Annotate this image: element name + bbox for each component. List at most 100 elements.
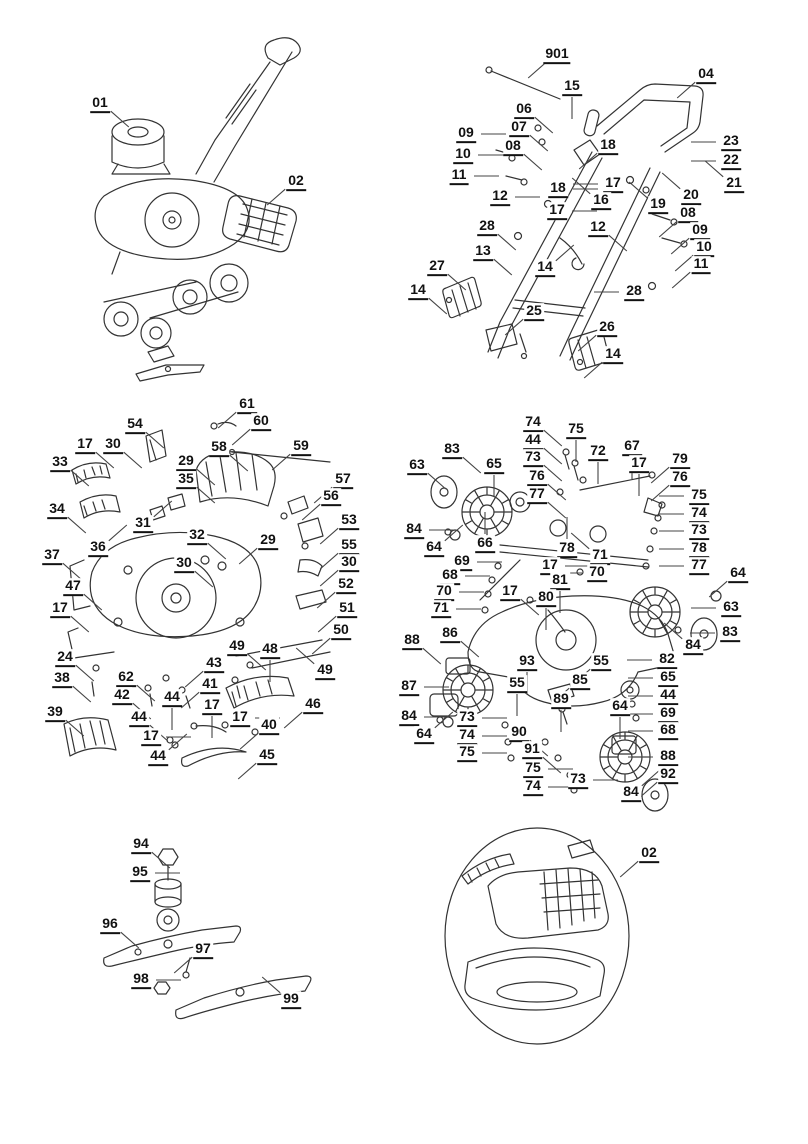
grass-catcher-view [445, 828, 629, 1044]
part-label: 53 [339, 512, 359, 530]
part-label: 30 [103, 436, 123, 454]
part-label: 49 [315, 662, 335, 680]
part-label: 51 [337, 600, 357, 618]
part-label: 13 [473, 243, 493, 261]
part-label: 19 [648, 196, 668, 214]
part-label: 73 [457, 709, 477, 727]
part-label: 34 [47, 501, 67, 519]
part-label: 78 [689, 540, 709, 558]
part-label: 09 [456, 125, 476, 143]
part-label: 21 [724, 175, 744, 193]
part-label: 73 [568, 771, 588, 789]
part-label: 69 [452, 553, 472, 571]
part-label: 68 [440, 567, 460, 585]
part-label: 66 [475, 535, 495, 553]
part-label: 84 [399, 708, 419, 726]
part-label: 14 [535, 259, 555, 277]
part-label: 44 [162, 689, 182, 707]
part-label: 95 [130, 864, 150, 882]
part-label: 46 [303, 696, 323, 714]
part-label: 12 [588, 219, 608, 237]
part-label: 97 [193, 941, 213, 959]
part-label: 06 [514, 101, 534, 119]
part-label: 16 [591, 192, 611, 210]
part-label: 57 [333, 471, 353, 489]
part-label: 04 [696, 66, 716, 84]
part-label: 44 [658, 687, 678, 705]
part-label: 96 [100, 916, 120, 934]
part-label: 73 [689, 522, 709, 540]
part-label: 48 [260, 641, 280, 659]
part-label: 98 [131, 971, 151, 989]
part-label: 69 [658, 705, 678, 723]
part-label: 81 [550, 572, 570, 590]
part-label: 84 [621, 784, 641, 802]
part-label: 18 [548, 180, 568, 198]
part-label: 17 [50, 600, 70, 618]
part-label: 76 [670, 469, 690, 487]
part-label: 55 [507, 675, 527, 693]
part-label: 64 [728, 565, 748, 583]
part-label: 18 [598, 137, 618, 155]
part-label: 88 [658, 748, 678, 766]
part-label: 17 [202, 697, 222, 715]
part-label: 93 [517, 653, 537, 671]
part-label: 63 [721, 599, 741, 617]
part-label: 01 [90, 95, 110, 113]
part-label: 11 [449, 167, 469, 185]
part-label: 44 [523, 432, 543, 450]
part-label: 74 [689, 505, 709, 523]
part-label: 84 [404, 521, 424, 539]
part-label: 78 [557, 540, 577, 558]
part-label: 40 [259, 717, 279, 735]
part-label: 75 [457, 744, 477, 762]
part-label: 89 [551, 691, 571, 709]
part-label: 64 [424, 539, 444, 557]
part-label: 30 [339, 554, 359, 572]
part-label: 24 [55, 649, 75, 667]
part-label: 56 [321, 488, 341, 506]
part-label: 08 [503, 138, 523, 156]
part-label: 37 [42, 547, 62, 565]
part-label: 62 [116, 669, 136, 687]
part-label: 28 [477, 218, 497, 236]
part-label: 17 [500, 583, 520, 601]
part-label: 99 [281, 991, 301, 1009]
part-label: 70 [587, 564, 607, 582]
part-label: 33 [50, 454, 70, 472]
part-label: 17 [141, 728, 161, 746]
part-label: 901 [543, 46, 571, 64]
part-label: 22 [721, 152, 741, 170]
part-label: 65 [484, 456, 504, 474]
part-label: 55 [591, 653, 611, 671]
part-label: 87 [399, 678, 419, 696]
part-label: 75 [566, 421, 586, 439]
part-label: 45 [257, 747, 277, 765]
part-label: 30 [174, 555, 194, 573]
part-label: 67 [622, 438, 642, 456]
part-label: 12 [490, 188, 510, 206]
part-label: 85 [570, 672, 590, 690]
part-label: 94 [131, 836, 151, 854]
part-label: 79 [670, 451, 690, 469]
part-label: 38 [52, 670, 72, 688]
part-label: 10 [453, 146, 473, 164]
part-label: 44 [148, 748, 168, 766]
part-label: 54 [125, 416, 145, 434]
part-label: 91 [522, 741, 542, 759]
part-label: 17 [547, 202, 567, 220]
part-label: 73 [523, 449, 543, 467]
part-label: 88 [402, 632, 422, 650]
part-label: 36 [88, 539, 108, 557]
part-label: 11 [691, 256, 711, 274]
part-label: 17 [75, 436, 95, 454]
part-label: 92 [658, 766, 678, 784]
part-label: 28 [624, 283, 644, 301]
part-label: 76 [527, 468, 547, 486]
part-label: 50 [331, 622, 351, 640]
mower-exploded-view [95, 38, 300, 381]
part-label: 61 [237, 396, 257, 414]
